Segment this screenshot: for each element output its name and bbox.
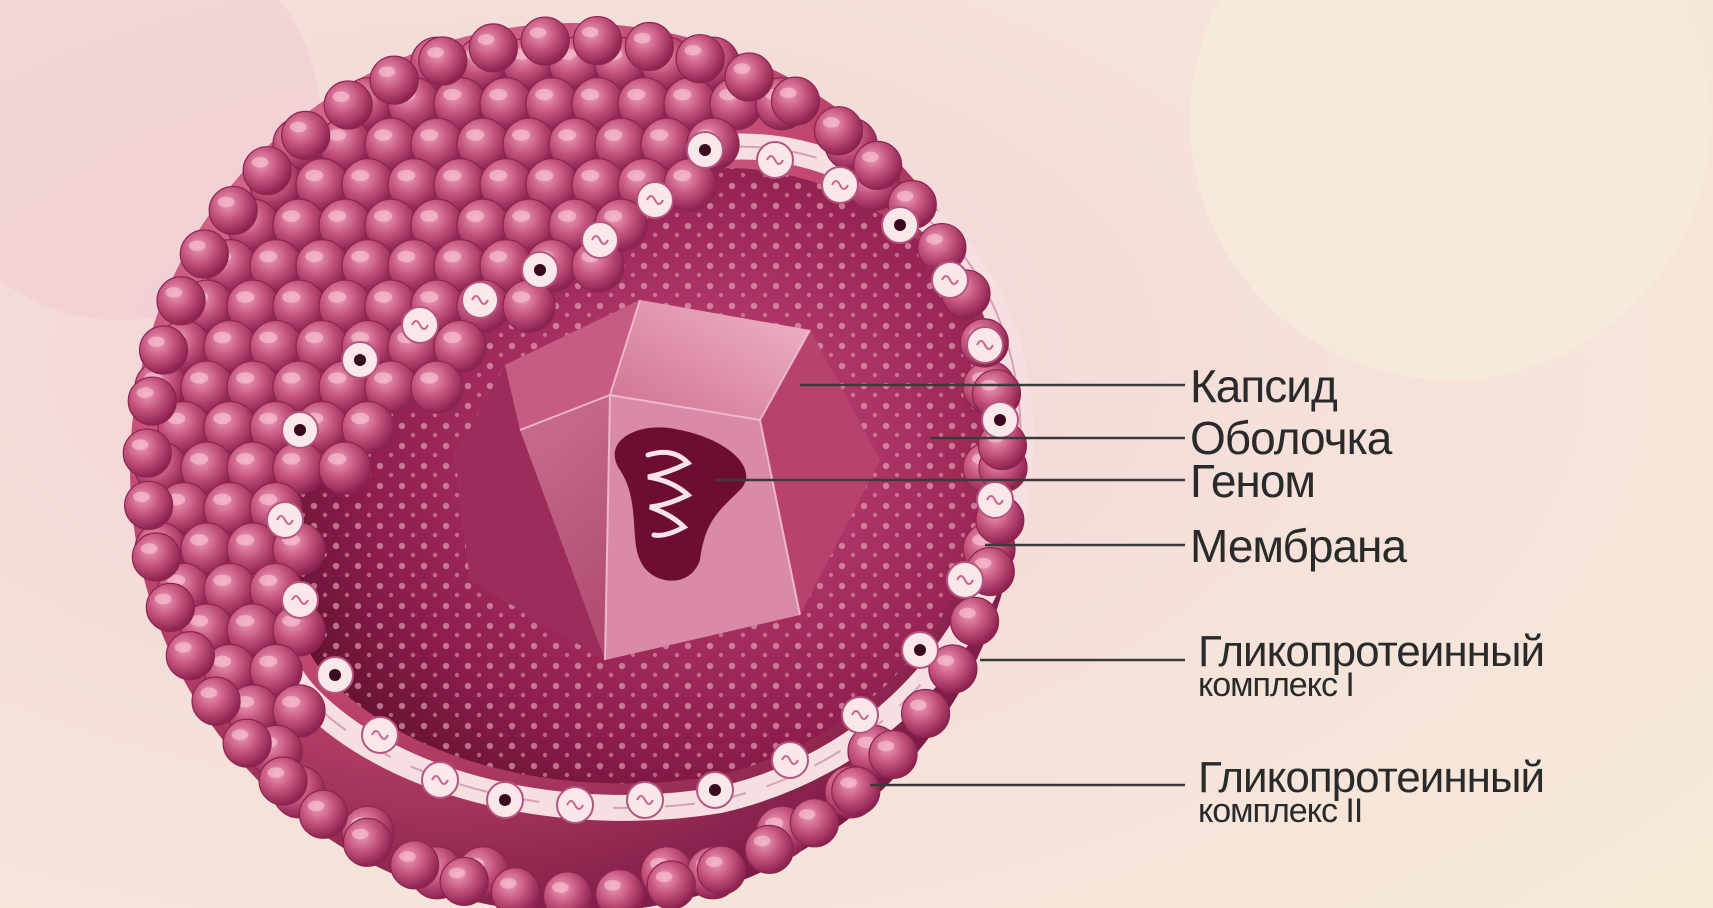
- capsomer: [128, 377, 176, 425]
- capsomer: [440, 857, 488, 905]
- glycoprotein-knob: [932, 262, 968, 298]
- capsomer: [123, 429, 171, 477]
- capsomer: [419, 37, 467, 85]
- capsomer: [725, 53, 773, 101]
- capsomer: [697, 846, 745, 894]
- capsomer: [815, 107, 863, 155]
- capsomer: [209, 186, 257, 234]
- glycoprotein-knob: [282, 582, 318, 618]
- capsomer: [243, 147, 291, 195]
- capsomer: [223, 719, 271, 767]
- glycoprotein-knob: [902, 632, 938, 668]
- capsomer: [411, 361, 463, 413]
- glycoprotein-knob: [402, 307, 438, 343]
- glycoprotein-knob: [977, 482, 1013, 518]
- glycoprotein-knob: [282, 412, 318, 448]
- capsomer: [319, 442, 371, 494]
- glycoprotein-knob: [422, 762, 458, 798]
- glycoprotein-knob: [522, 252, 558, 288]
- capsomer: [869, 730, 917, 778]
- capsomer: [259, 757, 307, 805]
- label-glycoprotein-1-line2: комплекс I: [1198, 670, 1354, 700]
- capsomer: [503, 280, 555, 332]
- capsomer: [146, 583, 194, 631]
- glycoprotein-knob: [757, 142, 793, 178]
- capsomer: [324, 81, 372, 129]
- capsomer: [745, 825, 793, 873]
- capsomer: [832, 767, 880, 815]
- capsomer: [573, 17, 621, 65]
- capsomer: [125, 481, 173, 529]
- capsomer: [192, 677, 240, 725]
- glycoprotein-knob: [772, 742, 808, 778]
- glycoprotein-knob: [557, 787, 593, 823]
- capsomer: [951, 597, 999, 645]
- capsomer: [469, 24, 517, 72]
- label-genome: Геном: [1190, 458, 1315, 504]
- glycoprotein-knob: [967, 327, 1003, 363]
- capsomer: [391, 841, 439, 889]
- label-capsid: Капсид: [1190, 363, 1337, 409]
- glycoprotein-knob: [342, 342, 378, 378]
- glycoprotein-knob: [842, 697, 878, 733]
- capsomer: [647, 861, 695, 908]
- glycoprotein-knob: [637, 182, 673, 218]
- capsomer: [854, 141, 902, 189]
- capsomer: [140, 326, 188, 374]
- glycoprotein-knob: [822, 167, 858, 203]
- capsomer: [370, 56, 418, 104]
- label-glycoprotein-2-line2: комплекс II: [1198, 796, 1362, 826]
- capsomer: [166, 632, 214, 680]
- glycoprotein-knob: [582, 222, 618, 258]
- capsomer: [771, 77, 819, 125]
- glycoprotein-knob: [627, 782, 663, 818]
- capsomer: [157, 277, 205, 325]
- capsomer: [299, 790, 347, 838]
- capsomer: [676, 35, 724, 83]
- glycoprotein-knob: [882, 207, 918, 243]
- glycoprotein-knob: [947, 562, 983, 598]
- capsomer: [625, 23, 673, 71]
- capsomer: [344, 818, 392, 866]
- capsomer: [521, 17, 569, 65]
- glycoprotein-knob: [267, 502, 303, 538]
- glycoprotein-knob: [687, 132, 723, 168]
- glycoprotein-knob: [462, 282, 498, 318]
- glycoprotein-knob: [982, 402, 1018, 438]
- label-membrane: Мембрана: [1190, 523, 1406, 569]
- capsomer: [902, 689, 950, 737]
- capsomer: [180, 230, 228, 278]
- capsomer: [132, 533, 180, 581]
- glycoprotein-knob: [317, 657, 353, 693]
- glycoprotein-knob: [362, 717, 398, 753]
- capsomer: [282, 111, 330, 159]
- glycoprotein-knob: [697, 772, 733, 808]
- capsomer: [790, 799, 838, 847]
- glycoprotein-knob: [487, 782, 523, 818]
